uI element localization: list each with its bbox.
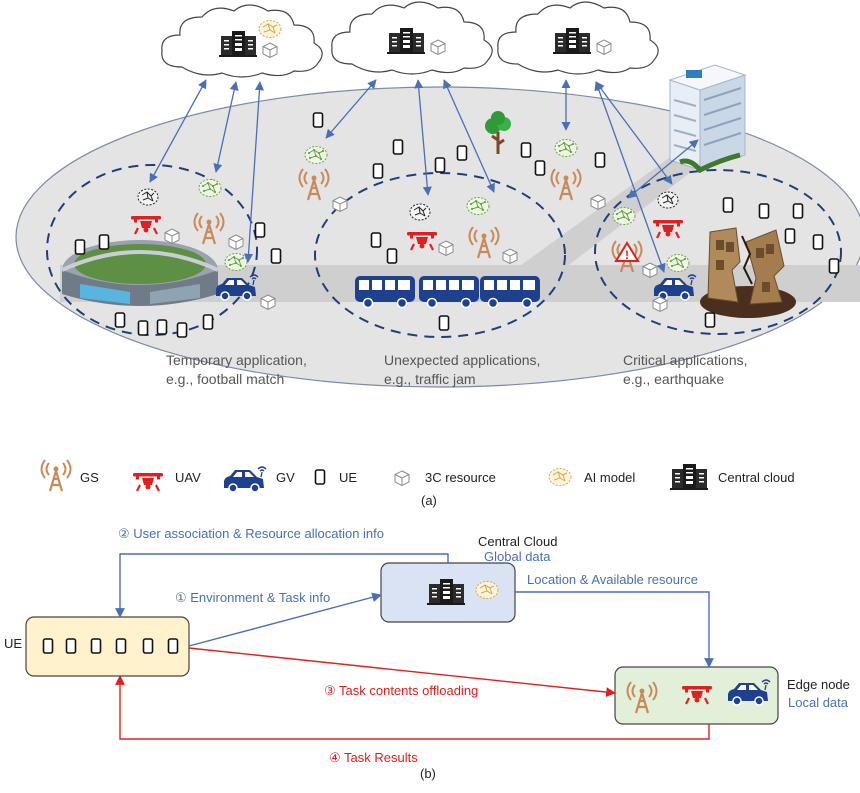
ai-model-icon: [304, 146, 328, 164]
legend-cloud-label: Central cloud: [718, 470, 795, 485]
legend-resource-label: 3C resource: [425, 470, 496, 485]
legend-ai-label: AI model: [584, 470, 636, 485]
flow-lines: [115, 553, 714, 740]
legend-resource-icon: [394, 470, 410, 486]
legend-gs-label: GS: [80, 470, 99, 485]
resource-icon: [164, 228, 180, 244]
resource-icon: [590, 194, 606, 210]
cloud-links: [149, 79, 699, 273]
flow-4-label: ④ Task Results: [329, 750, 418, 765]
resource-icon: [652, 296, 668, 312]
cloud-2: [331, 1, 493, 75]
central-cloud-title: Central Cloud: [478, 534, 558, 549]
central-cloud-subtitle: Global data: [484, 549, 551, 564]
stadium-icon: [61, 240, 219, 306]
panel-b: [25, 553, 779, 740]
legend-gv-icon: [223, 466, 267, 493]
legend-cloud-icon: [670, 464, 708, 490]
legend-uav-icon: [131, 471, 165, 493]
flow-1-label: ① Environment & Task info: [175, 590, 331, 605]
edge-node-subtitle: Local data: [788, 695, 848, 710]
legend-ue-icon: [314, 469, 326, 485]
legend-ai-icon: [548, 468, 572, 486]
legend-gs-icon: [40, 458, 72, 493]
cloud-1: [161, 4, 323, 78]
ai-model-icon: [409, 203, 431, 221]
resource-icon: [228, 234, 244, 250]
flow-location-label: Location & Available resource: [527, 572, 699, 587]
caption-unexpected-line1: Unexpected applications,: [384, 352, 541, 368]
caption-unexpected-line2: e.g., traffic jam: [384, 371, 476, 387]
caption-unexpected: Unexpected applications, e.g., traffic j…: [384, 351, 584, 389]
caption-temporary-line1: Temporary application,: [166, 352, 307, 368]
collapsed-building-icon: [700, 227, 796, 318]
zone-unexpected: [314, 172, 566, 338]
ai-model-icon: [137, 188, 159, 206]
caption-temporary-line2: e.g., football match: [166, 371, 285, 387]
resource-icon: [642, 262, 658, 278]
resource-icon: [260, 294, 276, 310]
edge-node-title: Edge node: [787, 677, 850, 692]
ai-model-icon: [554, 139, 578, 157]
legend-uav-label: UAV: [175, 470, 201, 485]
legend-gv-label: GV: [276, 470, 295, 485]
ue-box: [25, 616, 190, 677]
flow-2-label: ② User association & Resource allocation…: [118, 526, 385, 541]
ai-model-icon: [612, 207, 636, 225]
caption-critical-line2: e.g., earthquake: [623, 371, 725, 387]
caption-temporary: Temporary application, e.g., football ma…: [166, 351, 356, 389]
panel-a-label: (a): [421, 493, 437, 508]
svg-text:!: !: [625, 248, 629, 262]
cloud-3: [497, 1, 659, 75]
resource-icon: [502, 248, 518, 264]
resource-icon: [332, 196, 348, 212]
resource-icon: [438, 240, 454, 256]
flow-3-label: ③ Task contents offloading: [324, 683, 479, 698]
ue-label: UE: [4, 636, 23, 651]
ai-model-icon: [466, 197, 490, 215]
caption-critical: Critical applications, e.g., earthquake: [623, 351, 813, 389]
legend-ue-label: UE: [339, 470, 358, 485]
ai-model-icon: [657, 191, 679, 209]
caption-critical-line1: Critical applications,: [623, 352, 748, 368]
ai-model-icon: [666, 254, 690, 272]
ai-model-icon: [198, 179, 222, 197]
panel-b-label: (b): [420, 766, 436, 781]
ai-model-icon: [224, 253, 248, 271]
panel-a: !: [15, 1, 860, 493]
